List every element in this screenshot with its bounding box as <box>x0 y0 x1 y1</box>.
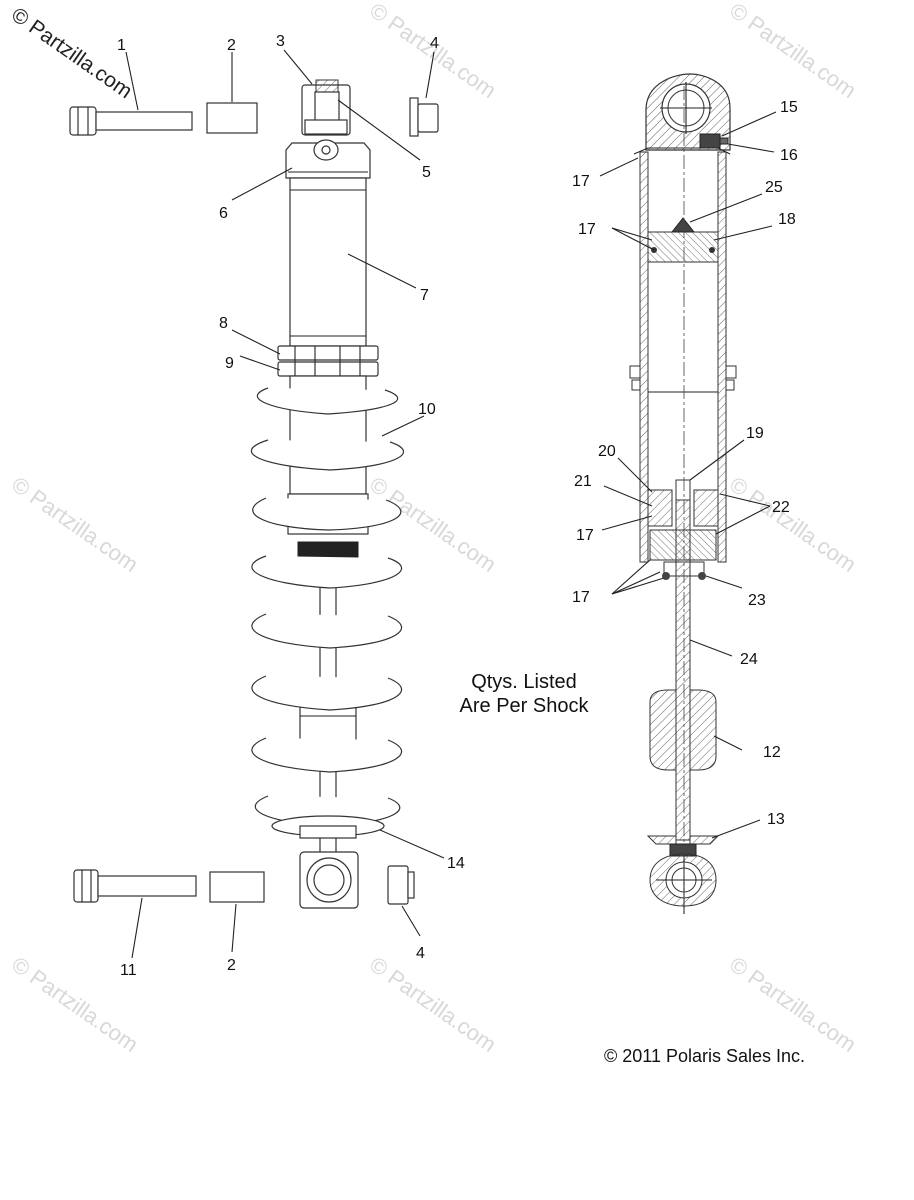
section-piston <box>647 479 719 580</box>
watermark-8: © Partzilla.com <box>725 952 861 1058</box>
note-line-1: Qtys. Listed <box>471 671 577 693</box>
watermark-2: © Partzilla.com <box>725 0 861 103</box>
spacer-bottom <box>209 871 265 903</box>
callout-17-c: 17 <box>576 527 594 544</box>
callout-2-bottom: 2 <box>227 957 236 974</box>
section-retainer-left <box>646 835 677 845</box>
note-line-2: Are Per Shock <box>460 695 590 717</box>
callout-2-top: 2 <box>227 37 236 54</box>
callout-17-a: 17 <box>572 173 590 190</box>
section-body <box>633 147 731 563</box>
callout-22: 22 <box>772 499 790 516</box>
spacer-top <box>206 102 258 134</box>
shock-cross-section <box>629 73 737 914</box>
bolt-top <box>69 106 193 136</box>
callout-15: 15 <box>780 99 798 116</box>
callout-1: 1 <box>117 37 126 54</box>
section-top-eye <box>645 73 731 151</box>
copyright-text: © 2011 Polaris Sales Inc. <box>604 1046 805 1066</box>
callout-5: 5 <box>422 164 431 181</box>
section-bumper-left <box>649 689 677 771</box>
shock-assembly-left <box>69 79 439 909</box>
section-floating-piston <box>647 217 719 263</box>
callout-24: 24 <box>740 651 758 668</box>
callout-12: 12 <box>763 744 781 761</box>
callout-21: 21 <box>574 473 592 490</box>
body-label-band <box>297 541 359 559</box>
lower-eyelet <box>299 851 359 909</box>
callout-20: 20 <box>598 443 616 460</box>
callout-13: 13 <box>767 811 785 828</box>
callout-11: 11 <box>120 962 137 979</box>
nut-bottom <box>387 865 415 905</box>
callout-4-bottom: 4 <box>416 945 425 962</box>
watermarks: © Partzilla.com © Partzilla.com © Partzi… <box>7 0 861 1057</box>
callout-25: 25 <box>765 179 783 196</box>
leader-lines <box>125 49 777 959</box>
watermark-7: © Partzilla.com <box>365 952 501 1058</box>
callout-17-b: 17 <box>578 221 596 238</box>
watermark-3: © Partzilla.com <box>7 472 143 578</box>
watermark-5: © Partzilla.com <box>725 472 861 578</box>
top-eyelet <box>301 79 351 136</box>
section-bumper-right <box>689 689 717 771</box>
callout-7: 7 <box>420 287 429 304</box>
section-side-clips <box>629 365 737 391</box>
callout-16: 16 <box>780 147 798 164</box>
adjuster-collars <box>277 345 379 377</box>
spring-retainer <box>271 815 385 839</box>
callout-6: 6 <box>219 205 228 222</box>
callout-4-top: 4 <box>430 35 439 52</box>
callout-19: 19 <box>746 425 764 442</box>
section-shaft <box>675 499 691 841</box>
shock-body <box>289 177 367 347</box>
callout-8: 8 <box>219 315 228 332</box>
callout-9: 9 <box>225 355 234 372</box>
callout-23: 23 <box>748 592 766 609</box>
nut-top <box>409 97 439 137</box>
callout-labels: 1 2 3 4 5 6 7 8 9 10 11 2 4 14 15 16 17 … <box>117 33 798 979</box>
callout-14: 14 <box>447 855 465 872</box>
top-cap <box>285 139 371 179</box>
section-lower-eye <box>649 843 717 914</box>
bolt-bottom <box>73 869 197 903</box>
callout-17-d: 17 <box>572 589 590 606</box>
callout-10: 10 <box>418 401 436 418</box>
callout-18: 18 <box>778 211 796 228</box>
callout-3: 3 <box>276 33 285 50</box>
